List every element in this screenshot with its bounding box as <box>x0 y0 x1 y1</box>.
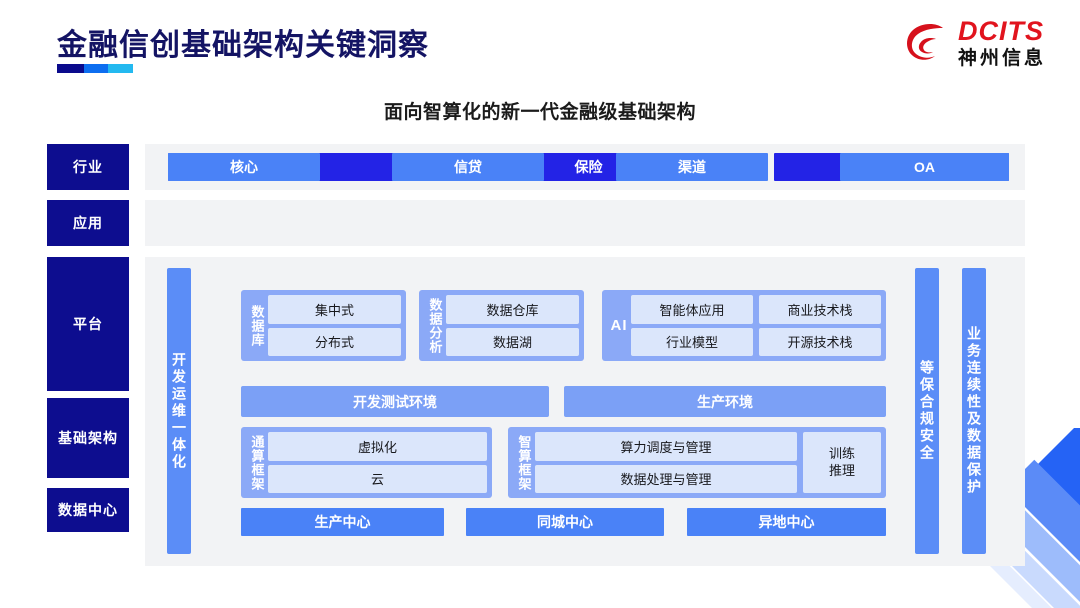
group-ai-item-agent-app[interactable]: 智能体应用 <box>631 295 753 324</box>
application-chip-core[interactable]: 核心 <box>168 153 320 181</box>
logo-en-text: DCITS <box>957 16 1044 46</box>
company-logo: DCITS 神州信息 <box>902 18 1046 68</box>
datacenter-chip-remote[interactable]: 异地中心 <box>687 508 886 536</box>
title-underline-rule <box>57 64 133 73</box>
group-database-label: 数据库 <box>249 304 265 347</box>
swirl-logo-icon <box>902 19 950 67</box>
group-database-item-centralized[interactable]: 集中式 <box>268 295 401 324</box>
sidebar-item-platform[interactable]: 平台 <box>47 257 129 391</box>
rail-compliance-security[interactable]: 等保合规安全 <box>915 268 939 554</box>
application-chip-oa[interactable]: OA <box>840 153 1009 181</box>
logo-text: DCITS 神州信息 <box>957 16 1046 69</box>
application-row-background <box>145 200 1025 246</box>
application-chip-channel[interactable]: 渠道 <box>616 153 768 181</box>
rail-business-continuity[interactable]: 业务连续性及数据保护 <box>962 268 986 554</box>
group-intelligent-compute-item-data-processing[interactable]: 数据处理与管理 <box>535 464 797 493</box>
group-general-compute-item-virtualization[interactable]: 虚拟化 <box>268 432 487 461</box>
sidebar-item-infrastructure[interactable]: 基础架构 <box>47 398 129 478</box>
layer-sidebar: 行业 应用 平台 基础架构 数据中心 <box>47 140 129 570</box>
group-general-compute-item-cloud[interactable]: 云 <box>268 464 487 493</box>
group-ai-item-commercial-stack[interactable]: 商业技术栈 <box>759 295 881 324</box>
rail-devops[interactable]: 开发运维一体化 <box>167 268 191 554</box>
bar-production-environment[interactable]: 生产环境 <box>564 386 886 417</box>
aside-line-train: 训练 <box>828 446 855 462</box>
page-title: 金融信创基础架构关键洞察 <box>57 29 429 62</box>
aside-line-infer: 推理 <box>828 462 855 478</box>
page-subtitle: 面向智算化的新一代金融级基础架构 <box>383 102 696 123</box>
application-chip-credit[interactable]: 信贷 <box>392 153 544 181</box>
group-database-item-distributed[interactable]: 分布式 <box>268 327 401 356</box>
group-intelligent-compute-framework-label: 智算框架 <box>516 434 532 491</box>
group-ai-item-opensource-stack[interactable]: 开源技术栈 <box>759 327 881 356</box>
group-ai-label: AI <box>610 317 628 334</box>
rule-segment-2 <box>83 64 108 73</box>
datacenter-chip-production[interactable]: 生产中心 <box>241 508 444 536</box>
rule-segment-1 <box>57 64 84 73</box>
group-general-compute-framework[interactable]: 通算框架 虚拟化 云 <box>241 427 492 498</box>
group-intelligent-compute-aside-train-infer[interactable]: 训练 推理 <box>803 432 881 493</box>
group-database[interactable]: 数据库 集中式 分布式 <box>241 290 406 361</box>
sidebar-item-application[interactable]: 应用 <box>47 200 129 246</box>
sidebar-item-datacenter[interactable]: 数据中心 <box>47 488 129 532</box>
group-ai[interactable]: AI 智能体应用 行业模型 商业技术栈 开源技术栈 <box>602 290 886 361</box>
logo-cn-text: 神州信息 <box>957 48 1046 69</box>
group-data-analytics-item-warehouse[interactable]: 数据仓库 <box>446 295 579 324</box>
group-general-compute-framework-label: 通算框架 <box>249 434 265 491</box>
bar-dev-test-environment[interactable]: 开发测试环境 <box>241 386 549 417</box>
group-data-analytics-item-lake[interactable]: 数据湖 <box>446 327 579 356</box>
datacenter-chip-metro[interactable]: 同城中心 <box>466 508 664 536</box>
page-header: 金融信创基础架构关键洞察 DCITS 神州信息 <box>0 0 1080 88</box>
rule-segment-3 <box>107 64 133 73</box>
architecture-diagram: 行业 应用 平台 基础架构 数据中心 银行 保险 证券基金 核心 信贷 渠道 O… <box>0 140 1080 570</box>
group-ai-item-industry-model[interactable]: 行业模型 <box>631 327 753 356</box>
group-intelligent-compute-item-scheduling[interactable]: 算力调度与管理 <box>535 432 797 461</box>
sidebar-item-industry[interactable]: 行业 <box>47 144 129 190</box>
group-data-analytics[interactable]: 数据分析 数据仓库 数据湖 <box>419 290 584 361</box>
group-data-analytics-label: 数据分析 <box>427 297 443 354</box>
group-intelligent-compute-framework[interactable]: 智算框架 算力调度与管理 数据处理与管理 训练 推理 <box>508 427 886 498</box>
